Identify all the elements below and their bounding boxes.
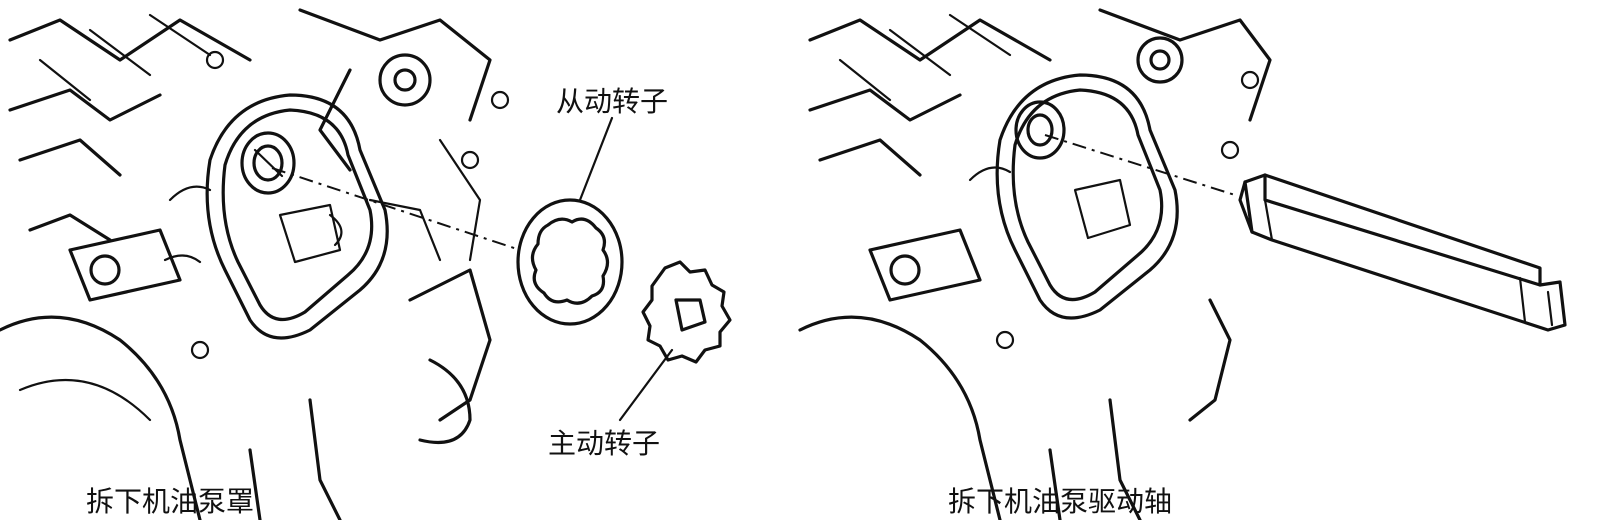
left-caption: 拆下机油泵罩 bbox=[86, 485, 255, 518]
right-caption: 拆下机油泵驱动轴 bbox=[948, 485, 1173, 518]
drive-rotor-leader-line bbox=[618, 348, 674, 422]
drive-rotor-label: 主动转子 bbox=[548, 427, 661, 460]
driven-rotor-part bbox=[516, 198, 624, 326]
driven-rotor-leader-line bbox=[578, 116, 614, 202]
drive-shaft-part bbox=[1238, 173, 1567, 332]
driven-rotor-label: 从动转子 bbox=[556, 85, 669, 118]
left-engine-illustration bbox=[0, 8, 521, 522]
drive-rotor-part bbox=[641, 260, 732, 364]
right-engine-illustration bbox=[798, 8, 1272, 522]
